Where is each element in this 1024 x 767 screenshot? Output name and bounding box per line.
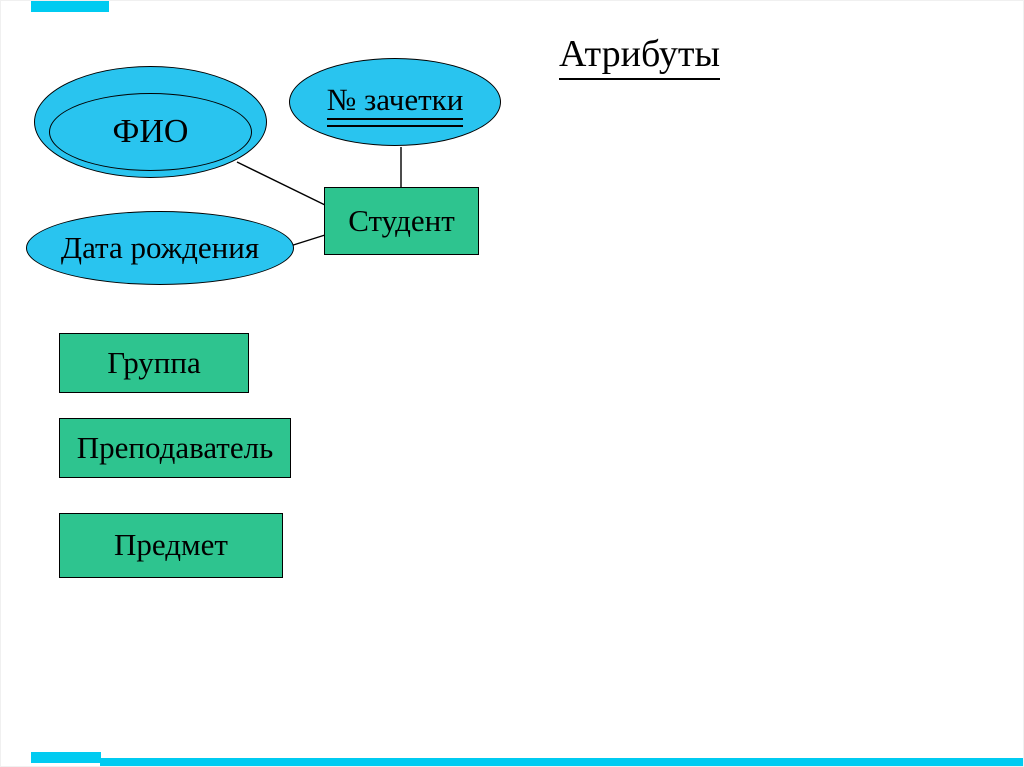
entity-gruppa: Группа — [59, 333, 249, 393]
top-left-accent-bar — [31, 1, 109, 12]
attribute-fio-inner-ellipse: ФИО — [49, 93, 252, 171]
bottom-left-accent-bar — [31, 752, 101, 763]
entity-predmet: Предмет — [59, 513, 283, 578]
attribute-fio-ellipse: ФИО — [34, 66, 267, 178]
attribute-fio-label: ФИО — [112, 113, 189, 151]
entity-prepodavatel: Преподаватель — [59, 418, 291, 478]
entity-predmet-label: Предмет — [114, 527, 228, 563]
bottom-accent-bar — [100, 758, 1023, 766]
connector-fio-student — [236, 161, 326, 206]
attribute-recordbook-double-underline: № зачетки — [326, 82, 464, 128]
entity-prepodavatel-label: Преподаватель — [76, 429, 274, 465]
attribute-birthdate-ellipse: Дата рождения — [26, 211, 294, 285]
entity-student-label: Студент — [348, 202, 455, 238]
entity-gruppa-label: Группа — [107, 344, 201, 380]
entity-student: Студент — [324, 187, 479, 255]
attribute-birthdate-label: Дата рождения — [60, 229, 260, 265]
page-title-text: Атрибуты — [559, 34, 720, 80]
attribute-recordbook-ellipse: № зачетки — [289, 58, 501, 146]
page-title: Атрибуты — [559, 34, 720, 80]
attribute-recordbook-label: № зачетки — [326, 82, 464, 121]
